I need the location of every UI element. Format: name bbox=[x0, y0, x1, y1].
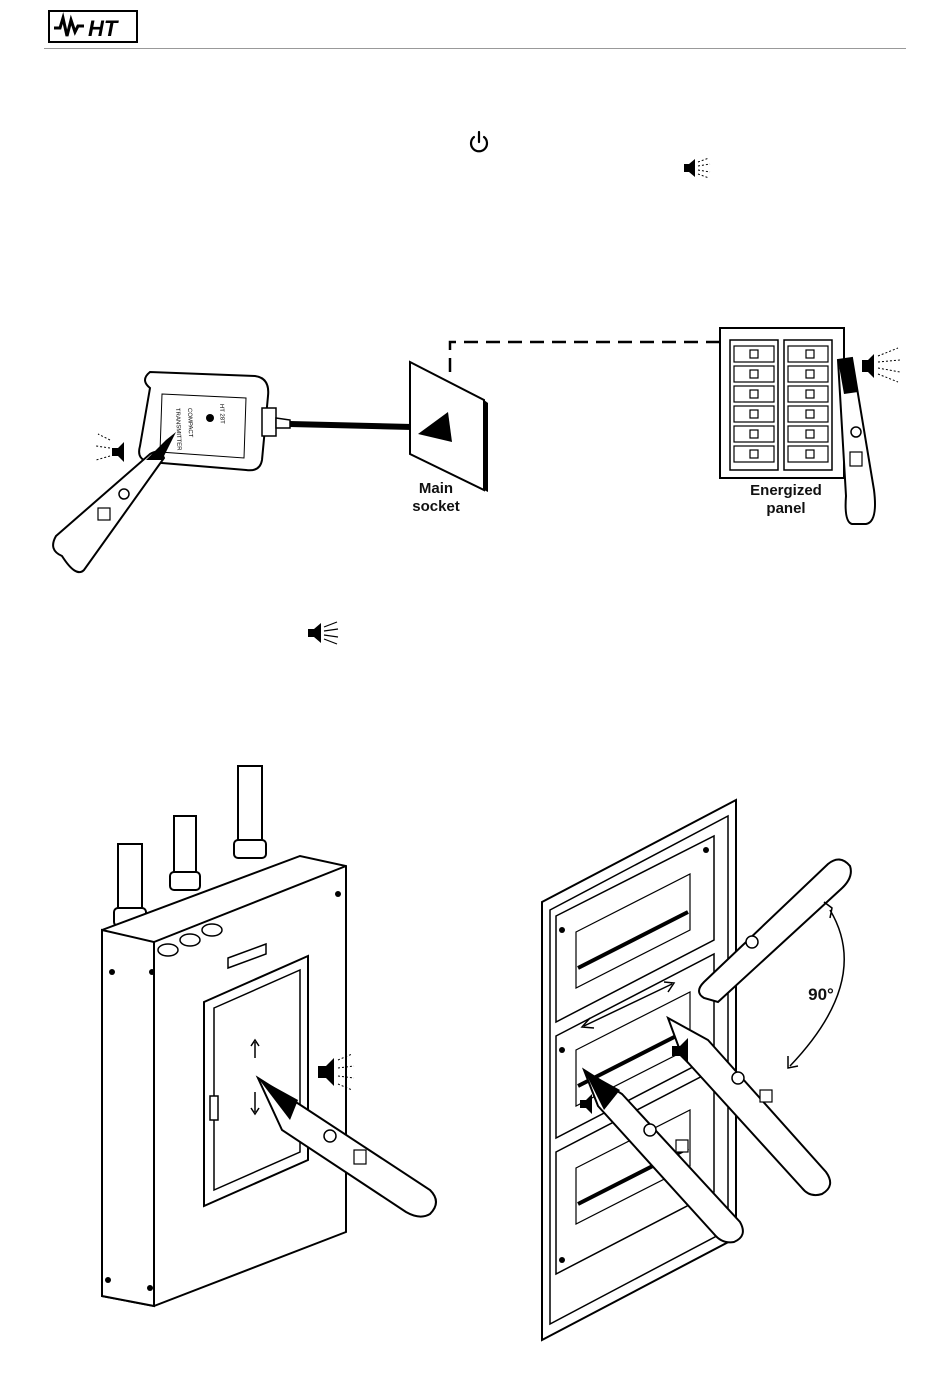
header-divider bbox=[44, 48, 906, 49]
receiver-probe-left bbox=[53, 432, 176, 572]
svg-text:COMPACT: COMPACT bbox=[186, 408, 193, 438]
logo-text: HT bbox=[88, 16, 119, 41]
power-icon bbox=[466, 130, 492, 156]
main-socket bbox=[410, 362, 488, 492]
energized-panel-label-line2: panel bbox=[736, 500, 836, 518]
speaker-sound-icon bbox=[682, 156, 712, 180]
ht-logo: HT bbox=[48, 10, 140, 44]
transmitter-panel-diagram: HT 28T COMPACT TRANSMITTER bbox=[0, 300, 950, 580]
angle-label: 90° bbox=[796, 986, 846, 1004]
electrical-enclosure bbox=[102, 856, 354, 1306]
main-socket-label: Main socket bbox=[398, 480, 474, 516]
receiver-probe-right bbox=[838, 348, 900, 524]
main-socket-label-line2: socket bbox=[398, 498, 474, 516]
svg-text:HT 28T: HT 28T bbox=[218, 404, 225, 424]
energized-panel-label-line1: Energized bbox=[736, 482, 836, 500]
energized-panel-label: Energized panel bbox=[736, 482, 836, 518]
main-socket-label-line1: Main bbox=[398, 480, 474, 498]
energized-panel bbox=[720, 328, 844, 478]
breaker-search-diagram bbox=[0, 760, 950, 1380]
speaker-sound-icon bbox=[306, 620, 340, 646]
